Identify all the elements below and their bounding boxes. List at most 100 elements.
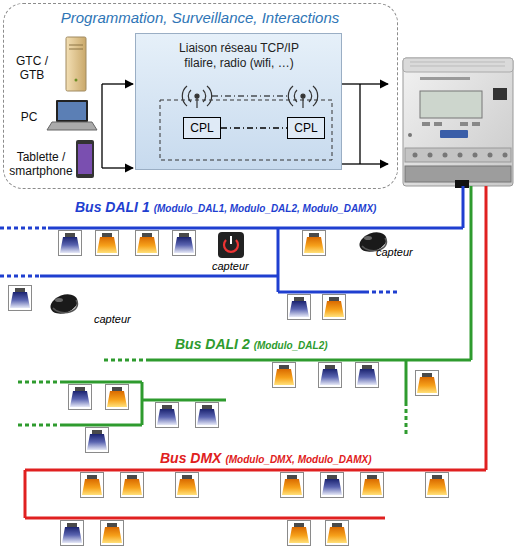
power-sensor-icon [224, 240, 238, 252]
lamp-symbols [361, 473, 384, 498]
node-text: Liaison réseau TCP/IP filaire, radio (wi… [164, 41, 314, 71]
node-text: GTC / GTB [10, 54, 54, 83]
node-text: Tablette / smartphone [6, 150, 76, 179]
lamp-symbols [59, 231, 82, 256]
presence-sensor-icon [364, 236, 372, 240]
controller-device [413, 153, 418, 158]
controller-device [403, 58, 513, 72]
bus-modules: (Modulo_DAL2) [254, 340, 328, 351]
lamp-symbols [323, 295, 346, 320]
presence-sensor-icon [55, 298, 63, 302]
controller-device [410, 66, 505, 67]
controller-device [455, 180, 469, 188]
dali1-bus-wire [40, 275, 278, 278]
controller-device [460, 122, 468, 126]
bus-label-group: Bus DALI 2 (Modulo_DAL2) [175, 336, 328, 352]
lamp-symbols [121, 473, 144, 498]
lamp-symbols [176, 473, 199, 498]
wifi-symbol [196, 98, 197, 108]
link-bracket [342, 83, 360, 84]
wifi-symbol [294, 90, 297, 102]
dali2-bus-wire [405, 360, 408, 402]
lamp-symbols [136, 231, 159, 256]
power-sensor-icon [218, 232, 244, 258]
controller-device [420, 91, 482, 118]
wifi-symbol [195, 94, 199, 98]
lamp-symbols [9, 231, 449, 546]
controller-device [405, 166, 511, 182]
lamp-symbols [303, 231, 326, 256]
dmx-bus-wire [24, 470, 27, 518]
wifi-symbol [313, 86, 318, 106]
sensor-label: capteur [94, 313, 131, 325]
wifi-symbol [203, 90, 206, 102]
link-bracket [101, 84, 102, 168]
lamp-symbols [281, 473, 304, 498]
controller-device [403, 58, 513, 186]
power-sensor-icon [218, 232, 244, 258]
link-bracket [360, 163, 388, 164]
laptop-icon [56, 100, 88, 122]
dali2-bus-wire [104, 359, 150, 362]
dmx-bus-wire [25, 186, 486, 518]
sensor-label: capteur [212, 260, 249, 272]
dali2-bus-wire [142, 399, 226, 402]
dali1-bus-wire [278, 291, 365, 294]
link-bracket [342, 163, 360, 164]
dali2-bus-wire [470, 186, 473, 360]
bus-name: Bus DALI 2 [175, 336, 250, 352]
dali1-bus-wire [277, 228, 280, 292]
controller-device [408, 133, 412, 137]
device-node: PC [8, 104, 52, 130]
bus-name: Bus DALI 1 [75, 199, 150, 215]
sensor-label: capteur [376, 246, 413, 258]
lamp-symbols [173, 231, 196, 256]
controller-device [405, 148, 511, 162]
lamp-symbols [96, 231, 119, 256]
lamp-symbols [81, 473, 104, 498]
lamp-symbols [326, 521, 349, 546]
controller-device [403, 58, 513, 188]
node-text: CPL [288, 118, 324, 138]
dali2-bus-wire [150, 359, 471, 362]
dali2-bus-wire [60, 381, 142, 384]
link-bracket [102, 83, 133, 84]
node-text: PC [14, 110, 44, 124]
dali2-bus-wire [60, 424, 142, 427]
lamp-symbols [416, 371, 439, 396]
controller-device [434, 122, 442, 126]
bus-label-group: Bus DALI 1(Modulo_DAL1, Modulo_DAL2, Mod… [75, 199, 376, 215]
dali2-bus-wire [141, 382, 144, 425]
server-icon [75, 79, 78, 82]
server-icon [69, 45, 83, 46]
dmx-bus-wire [25, 517, 385, 520]
lamp-symbols [61, 521, 84, 546]
server-icon [69, 49, 83, 50]
wifi-symbol [288, 86, 293, 106]
device-node: GTC / GTB [8, 48, 66, 88]
server-icon [66, 37, 86, 91]
dali1-bus-wire [462, 186, 465, 228]
controller-device [503, 153, 508, 158]
controller-device [473, 153, 478, 158]
lamp-symbols [86, 428, 109, 453]
tablet-icon [76, 140, 94, 178]
link-bracket [102, 84, 388, 168]
wifi-symbol [182, 86, 187, 106]
network-inner-frame [160, 100, 332, 160]
wifi-symbol [301, 94, 305, 98]
controller-device [428, 153, 433, 158]
controller-device [443, 153, 448, 158]
tablet-icon [76, 140, 94, 178]
dali1-bus-wire [0, 275, 40, 278]
lamp-symbols [156, 403, 179, 428]
laptop-icon [47, 122, 97, 130]
tablet-icon [78, 144, 92, 174]
link-connector [221, 127, 287, 128]
lamp-symbols [288, 521, 311, 546]
power-sensor-icon [230, 236, 232, 244]
group-frame: Programmation, Surveillance, Interaction… [3, 3, 398, 189]
link-bracket [102, 167, 133, 168]
